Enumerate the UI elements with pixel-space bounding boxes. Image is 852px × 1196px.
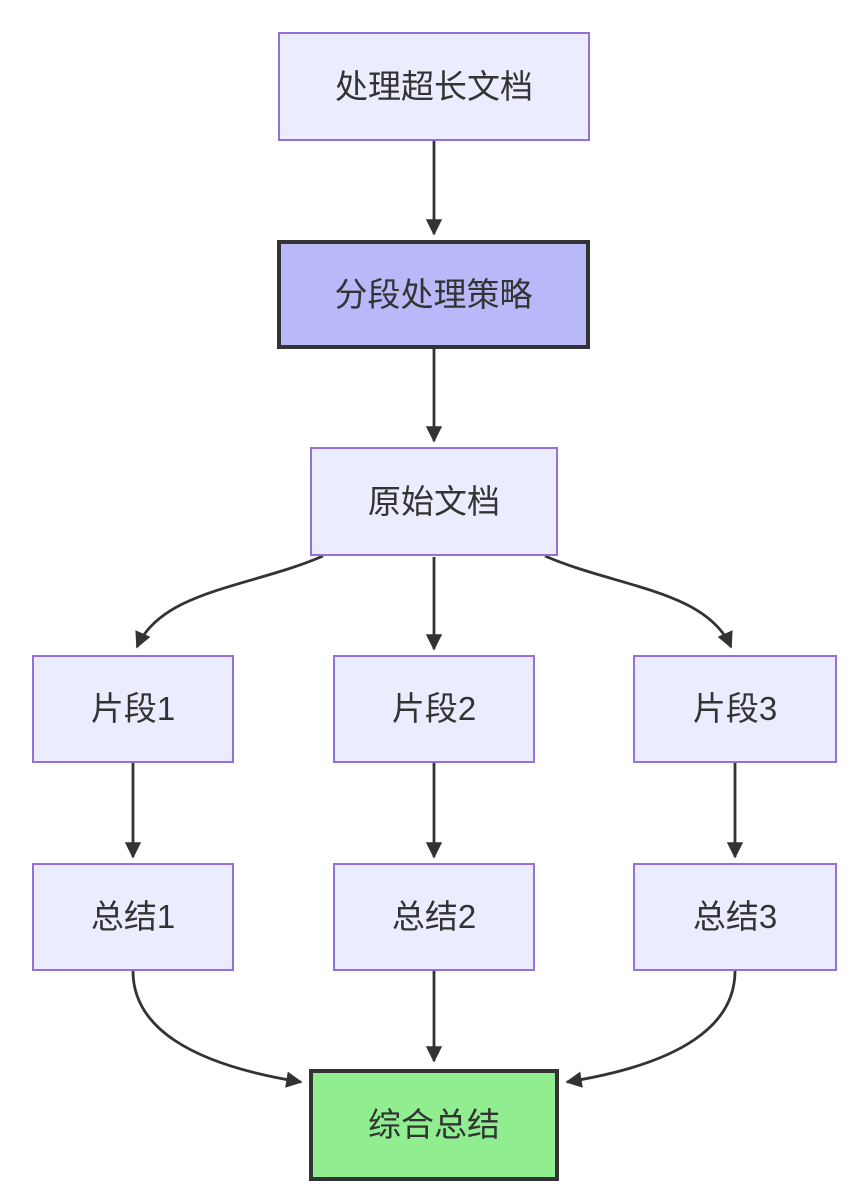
- edge-sum3-final: [565, 970, 737, 1088]
- node-seg1: 片段1: [32, 655, 234, 763]
- node-source-label: 原始文档: [368, 482, 500, 520]
- node-source: 原始文档: [310, 447, 558, 556]
- node-strategy: 分段处理策略: [277, 240, 590, 349]
- node-start-label: 处理超长文档: [335, 67, 533, 105]
- node-sum1: 总结1: [32, 863, 234, 971]
- node-seg1-label: 片段1: [90, 690, 176, 728]
- node-seg2-label: 片段2: [391, 690, 477, 728]
- node-final: 综合总结: [309, 1069, 559, 1181]
- edge-source-seg1: [135, 554, 324, 649]
- node-seg3: 片段3: [633, 655, 837, 763]
- edge-sum1-final: [131, 970, 303, 1088]
- node-final-label: 综合总结: [368, 1106, 500, 1144]
- node-sum3-label: 总结3: [692, 898, 778, 936]
- node-sum2-label: 总结2: [391, 898, 477, 936]
- node-sum1-label: 总结1: [90, 898, 176, 936]
- node-start: 处理超长文档: [278, 32, 590, 141]
- edge-source-seg3: [544, 554, 733, 649]
- node-sum2: 总结2: [333, 863, 535, 971]
- node-sum3: 总结3: [633, 863, 837, 971]
- node-strategy-label: 分段处理策略: [334, 275, 533, 313]
- node-seg3-label: 片段3: [692, 690, 778, 728]
- node-seg2: 片段2: [333, 655, 535, 763]
